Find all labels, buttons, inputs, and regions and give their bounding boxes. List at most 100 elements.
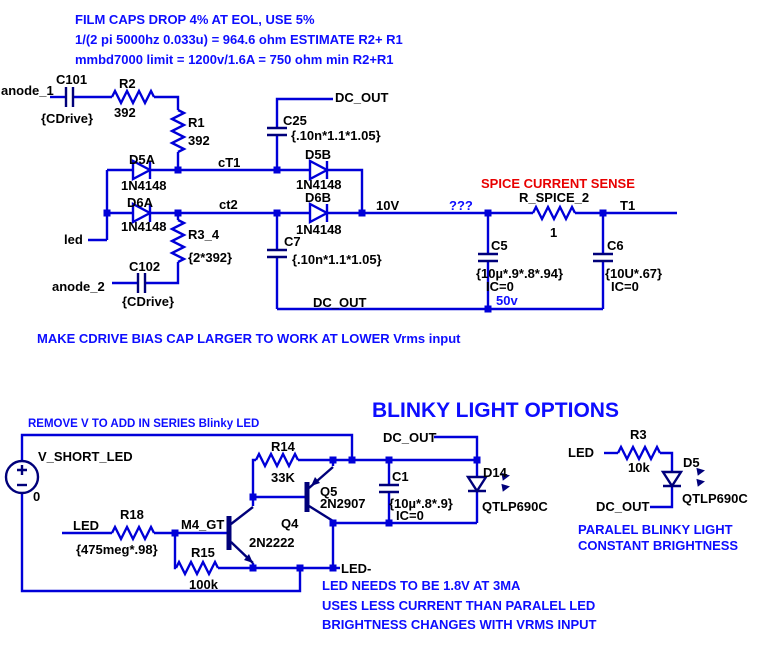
value-r18: {475meg*.98} [76, 542, 158, 557]
value-r14: 33K [271, 470, 295, 485]
wire-vsrc-top-rail [20, 433, 354, 461]
note-c5-rating: 50v [496, 293, 518, 308]
resistor-R15 [174, 560, 220, 576]
value-c101: {CDrive} [41, 111, 93, 126]
ref-r34: R3_4 [188, 227, 220, 242]
ref-r2: R2 [119, 76, 136, 91]
net-label-led-lower: led [64, 232, 83, 247]
capacitor-C5 [476, 252, 500, 263]
value-vshortled: 0 [33, 489, 40, 504]
diode-D6B [308, 202, 329, 224]
note-make-cdrive: MAKE CDRIVE BIAS CAP LARGER TO WORK AT L… [37, 331, 461, 346]
value-c102: {CDrive} [122, 294, 174, 309]
note-brightness: BRIGHTNESS CHANGES WITH VRMS INPUT [322, 617, 597, 632]
note-estimate: 1/(2 pi 5000hz 0.033u) = 964.6 ohm ESTIM… [75, 32, 403, 47]
value-r2: 392 [114, 105, 136, 120]
note-spice-sense: SPICE CURRENT SENSE [481, 176, 635, 191]
voltage-source-V_SHORT_LED [4, 459, 40, 495]
value-d6a: 1N4148 [121, 219, 167, 234]
net-label-anode2: anode_2 [52, 279, 105, 294]
capacitor-C102 [136, 271, 147, 295]
ref-r3: R3 [630, 427, 647, 442]
ref-r18: R18 [120, 507, 144, 522]
ref-c102: C102 [129, 259, 160, 274]
net-label-m4gt: M4_GT [181, 517, 224, 532]
value-r15: 100k [189, 577, 219, 592]
wire-c102-r34 [145, 262, 180, 285]
ic-c1: IC=0 [396, 508, 424, 523]
transistor-Q4 [226, 506, 254, 564]
ref-q4: Q4 [281, 516, 299, 531]
value-q4: 2N2222 [249, 535, 295, 550]
net-label-dcout-right: DC_OUT [596, 499, 650, 514]
ref-c25: C25 [283, 113, 307, 128]
net-label-led-blinky: LED [73, 518, 99, 533]
wire-dcout-label-feed [434, 435, 479, 460]
q5-emitter-arrow [311, 477, 320, 486]
value-rspice2: 1 [550, 225, 557, 240]
capacitor-C101 [64, 85, 75, 109]
net-label-ct2: ct2 [219, 197, 238, 212]
capacitor-C25 [265, 126, 289, 137]
net-label-dcout-top: DC_OUT [335, 90, 389, 105]
resistor-R18 [110, 525, 156, 541]
value-d14: QTLP690C [482, 499, 548, 514]
ref-d6a: D6A [127, 195, 154, 210]
ref-d5: D5 [683, 455, 700, 470]
resistor-R14 [254, 452, 300, 468]
value-r34: {2*392} [188, 250, 232, 265]
note-mmbd-limit: mmbd7000 limit = 1200v/1.6A = 750 ohm mi… [75, 52, 394, 67]
note-remove-v: REMOVE V TO ADD IN SERIES Blinky LED [28, 418, 259, 430]
ic-c5: IC=0 [486, 279, 514, 294]
ref-r15: R15 [191, 545, 215, 560]
ref-c1: C1 [392, 469, 409, 484]
q4-collector [230, 506, 254, 525]
note-led-needs: LED NEEDS TO BE 1.8V AT 3MA [322, 578, 521, 593]
capacitor-C6 [591, 252, 615, 263]
vsrc-plus-icon [17, 465, 27, 475]
resistor-R1 [170, 108, 186, 154]
net-label-led-right: LED [568, 445, 594, 460]
net-label-dcout-mid: DC_OUT [313, 295, 367, 310]
ref-rspice2: R_SPICE_2 [519, 190, 589, 205]
net-label-led-minus: LED- [341, 561, 371, 576]
led-D5 [661, 470, 683, 488]
ref-r1: R1 [188, 115, 205, 130]
ref-d5a: D5A [129, 152, 156, 167]
capacitor-C7 [265, 248, 289, 259]
value-c25: {.10n*1.1*1.05} [291, 128, 381, 143]
capacitor-C1 [377, 483, 401, 494]
resistor-R3 [616, 445, 662, 461]
value-d5: QTLP690C [682, 491, 748, 506]
ref-d14: D14 [483, 465, 508, 480]
ref-c6: C6 [607, 238, 624, 253]
wire-r2-r1 [154, 95, 180, 110]
wire-c25-top [275, 97, 333, 128]
value-d5b: 1N4148 [296, 177, 342, 192]
wire-r3-d5 [660, 451, 674, 472]
note-uses-less: USES LESS CURRENT THAN PARALEL LED [322, 598, 595, 613]
wire-d5-dcout [650, 486, 674, 509]
net-label-dcout-blinky: DC_OUT [383, 430, 437, 445]
resistor-R2 [110, 89, 156, 105]
net-label-ct1: cT1 [218, 155, 240, 170]
value-d6b: 1N4148 [296, 222, 342, 237]
ref-q5: Q5 [320, 484, 337, 499]
wire-r14-left-drop [251, 458, 256, 497]
wire-vsrc-bottom-loop [20, 493, 302, 593]
resistor-R_SPICE_2 [531, 205, 577, 221]
ref-c101: C101 [56, 72, 87, 87]
value-q5: 2N2907 [320, 496, 366, 511]
net-label-anode1: anode_1 [1, 83, 54, 98]
value-c5: {10µ*.9*.8*.94} [476, 266, 563, 281]
title-blinky-options: BLINKY LIGHT OPTIONS [372, 399, 619, 422]
value-c7: {.10n*1.1*1.05} [292, 252, 382, 267]
q5-collector [308, 504, 334, 523]
value-c1: {10µ*.8*.9} [389, 496, 453, 511]
note-paralel-1: PARALEL BLINKY LIGHT [578, 522, 733, 537]
ref-c5: C5 [491, 238, 508, 253]
ref-d5b: D5B [305, 147, 331, 162]
note-paralel-2: CONSTANT BRIGHTNESS [578, 538, 738, 553]
